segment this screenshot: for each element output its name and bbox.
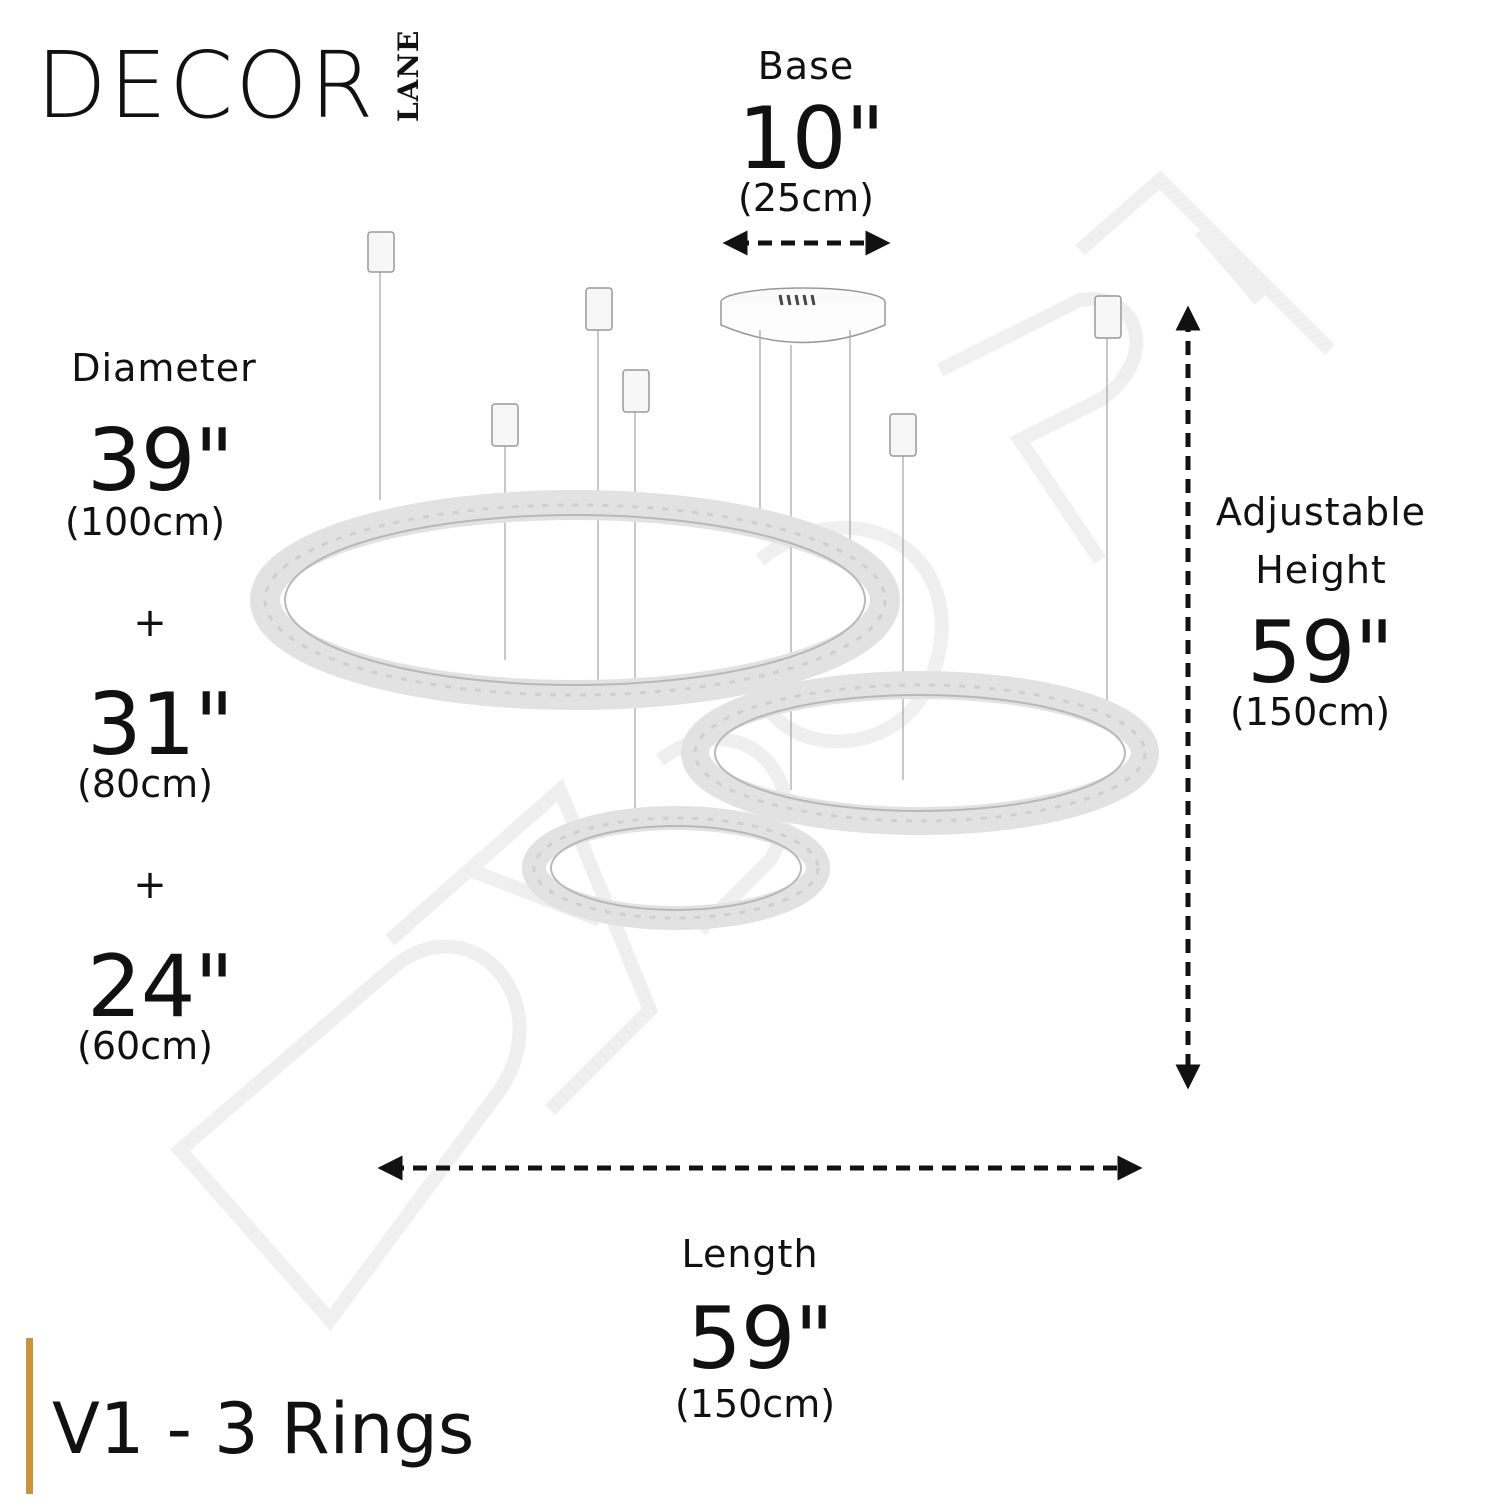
diameter-medium-value: 31" <box>87 675 234 775</box>
height-value: 59" <box>1247 603 1394 703</box>
diameter-medium-metric: (80cm) <box>77 762 213 806</box>
diameter-large-metric: (100cm) <box>64 500 226 544</box>
brand-logo: DECOR <box>36 32 376 139</box>
base-label: Base <box>757 44 855 88</box>
base-metric: (25cm) <box>738 176 874 220</box>
height-label-line1: Adjustable <box>1215 490 1427 534</box>
plus-sign: + <box>133 862 167 908</box>
ring-large <box>250 490 900 710</box>
diameter-small-value: 24" <box>87 937 234 1037</box>
variant-label: V1 - 3 Rings <box>52 1388 475 1470</box>
length-metric: (150cm) <box>674 1382 836 1426</box>
ceiling-base <box>720 287 886 344</box>
diameter-small-metric: (60cm) <box>77 1024 213 1068</box>
diameter-large-value: 39" <box>87 411 234 511</box>
ring-small <box>522 806 830 930</box>
brand-logo-sub: LANE <box>392 29 425 122</box>
length-label: Length <box>681 1232 819 1276</box>
height-label-line2: Height <box>1255 548 1387 592</box>
variant-accent-bar <box>26 1338 33 1494</box>
diameter-label: Diameter <box>71 346 257 390</box>
height-metric: (150cm) <box>1229 690 1391 734</box>
ring-medium <box>681 671 1159 835</box>
length-value: 59" <box>687 1289 834 1389</box>
base-value: 10" <box>738 89 885 189</box>
plus-sign: + <box>133 600 167 646</box>
cable-caps <box>367 231 1122 457</box>
